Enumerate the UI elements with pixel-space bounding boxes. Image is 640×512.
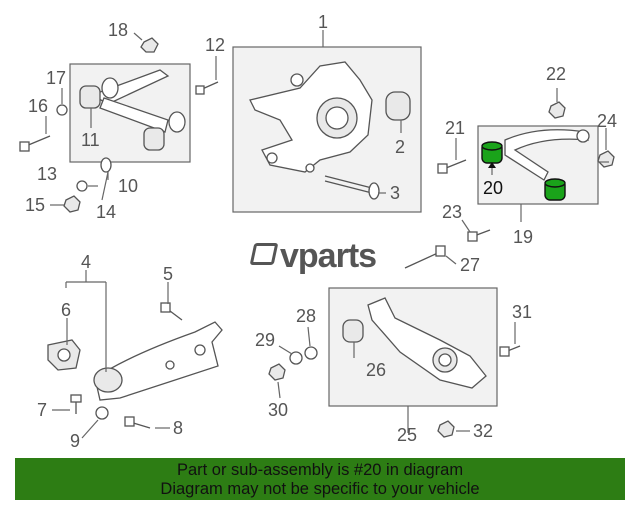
- callout-29: 29: [255, 330, 275, 350]
- callout-21: 21: [445, 118, 465, 138]
- hardware-parts: [19, 37, 615, 438]
- callout-10: 10: [118, 176, 138, 196]
- banner-line-2: Diagram may not be specific to your vehi…: [160, 480, 480, 498]
- leader-lines: [45, 30, 609, 439]
- callout-16: 16: [28, 96, 48, 116]
- knuckle-part: [249, 61, 411, 200]
- bushing-20-lower: [544, 178, 566, 201]
- callout-23: 23: [442, 202, 462, 222]
- trailing-arm-part: [47, 321, 223, 401]
- lower-arm-part: [342, 297, 487, 389]
- callout-4: 4: [81, 252, 91, 272]
- callout-26: 26: [366, 360, 386, 380]
- callout-2: 2: [395, 137, 405, 157]
- logo-mark-icon: [249, 243, 279, 265]
- callout-11: 11: [81, 130, 100, 150]
- callout-14: 14: [96, 202, 116, 222]
- arrow-20-head: [488, 162, 496, 168]
- callout-28: 28: [296, 306, 316, 326]
- callout-32: 32: [473, 421, 493, 441]
- callout-20: 20: [483, 178, 503, 198]
- callout-15: 15: [25, 195, 45, 215]
- callout-9: 9: [70, 431, 80, 451]
- parts-diagram: 1 2 3 4 5 6 7 8 9 10 11 12 13 14 15 16 1…: [19, 12, 617, 451]
- callout-1: 1: [318, 12, 328, 32]
- info-banner: Part or sub-assembly is #20 in diagram D…: [15, 458, 625, 500]
- callout-7: 7: [37, 400, 47, 420]
- callout-24: 24: [597, 111, 617, 131]
- callout-labels: 1 2 3 4 5 6 7 8 9 10 11 12 13 14 15 16 1…: [25, 12, 617, 451]
- logo-text: vparts: [280, 237, 377, 275]
- banner-line-1: Part or sub-assembly is #20 in diagram: [176, 461, 464, 479]
- callout-31: 31: [512, 302, 532, 322]
- callout-13: 13: [37, 164, 57, 184]
- callout-19: 19: [513, 227, 533, 247]
- callout-12: 12: [205, 35, 225, 55]
- callout-3: 3: [390, 183, 400, 203]
- brand-logo: vparts: [249, 237, 377, 276]
- callout-17: 17: [46, 68, 66, 88]
- callout-5: 5: [163, 264, 173, 284]
- callout-8: 8: [173, 418, 183, 438]
- callout-18: 18: [108, 20, 128, 40]
- upper-link-part: [504, 129, 590, 181]
- bushing-20-upper: [481, 141, 503, 164]
- callout-22: 22: [546, 64, 566, 84]
- callout-6: 6: [61, 300, 71, 320]
- callout-30: 30: [268, 400, 288, 420]
- callout-25: 25: [397, 425, 417, 445]
- upper-arm-part: [79, 69, 186, 151]
- callout-27: 27: [460, 255, 480, 275]
